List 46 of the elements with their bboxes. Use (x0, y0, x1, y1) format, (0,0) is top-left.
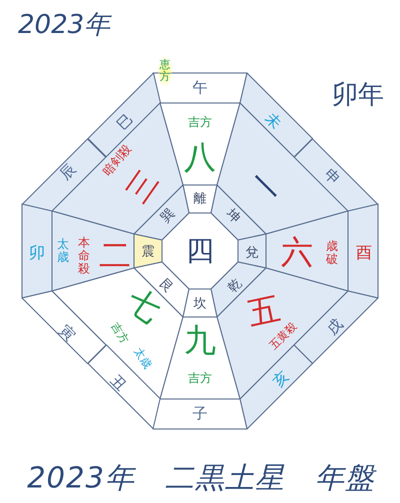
lucky-direction-note: 吉方 (110, 320, 130, 346)
zodiac-sign: 申 (321, 166, 343, 188)
zodiac-segment (348, 204, 378, 298)
lucky-direction-note: 吉方 (188, 372, 212, 384)
trigram-name: 兌 (246, 246, 258, 260)
zodiac-sign: 子 (192, 406, 208, 422)
misfortune-note: 本命殺 (78, 236, 90, 276)
zodiac-sign: 酉 (356, 245, 372, 261)
lucky-direction-label: 恵方 (158, 56, 172, 86)
trigram-name: 坤 (224, 206, 242, 226)
year-heading: 2023年 (18, 12, 110, 38)
deity-note: 太歳 (57, 238, 69, 264)
trigram-name: 震 (142, 246, 154, 258)
zodiac-segment (88, 345, 160, 429)
trigram-segment (183, 289, 217, 317)
zodiac-sign: 卯 (29, 245, 45, 261)
lucky-direction-note: 吉方 (188, 116, 212, 128)
zodiac-segment (22, 291, 106, 364)
zodiac-year-heading: 卯年 (332, 82, 384, 108)
zodiac-segment (294, 138, 378, 211)
zodiac-sign: 亥 (270, 368, 292, 390)
trigram-name: 艮 (156, 276, 176, 296)
zodiac-segment (22, 204, 52, 298)
zodiac-segment (153, 399, 247, 429)
trigram-name: 坎 (194, 298, 206, 310)
zodiac-sign: 戌 (324, 316, 346, 338)
trigram-name: 離 (194, 192, 206, 206)
zodiac-segment (240, 73, 312, 157)
zodiac-sign: 巳 (114, 111, 136, 133)
trigram-name: 乾 (226, 276, 244, 296)
zodiac-sign: 丑 (107, 372, 129, 394)
zodiac-sign: 寅 (56, 322, 78, 344)
star-number: 五 (245, 292, 283, 330)
zodiac-sign: 午 (192, 80, 208, 96)
star-number: 一 (242, 164, 288, 210)
misfortune-note: 歳破 (326, 240, 338, 266)
star-number: 二 (99, 239, 131, 271)
deity-note: 太歳 (132, 346, 154, 370)
zodiac-sign: 辰 (57, 161, 79, 183)
zodiac-sign: 未 (262, 110, 284, 132)
star-number: 八 (184, 141, 216, 173)
star-number: 九 (184, 324, 216, 356)
star-number: 六 (281, 236, 313, 268)
center-star-number: 四 (186, 237, 214, 265)
chart-caption: 2023年 二黒土星 年盤 (27, 464, 375, 492)
trigram-name: 巽 (158, 206, 178, 226)
